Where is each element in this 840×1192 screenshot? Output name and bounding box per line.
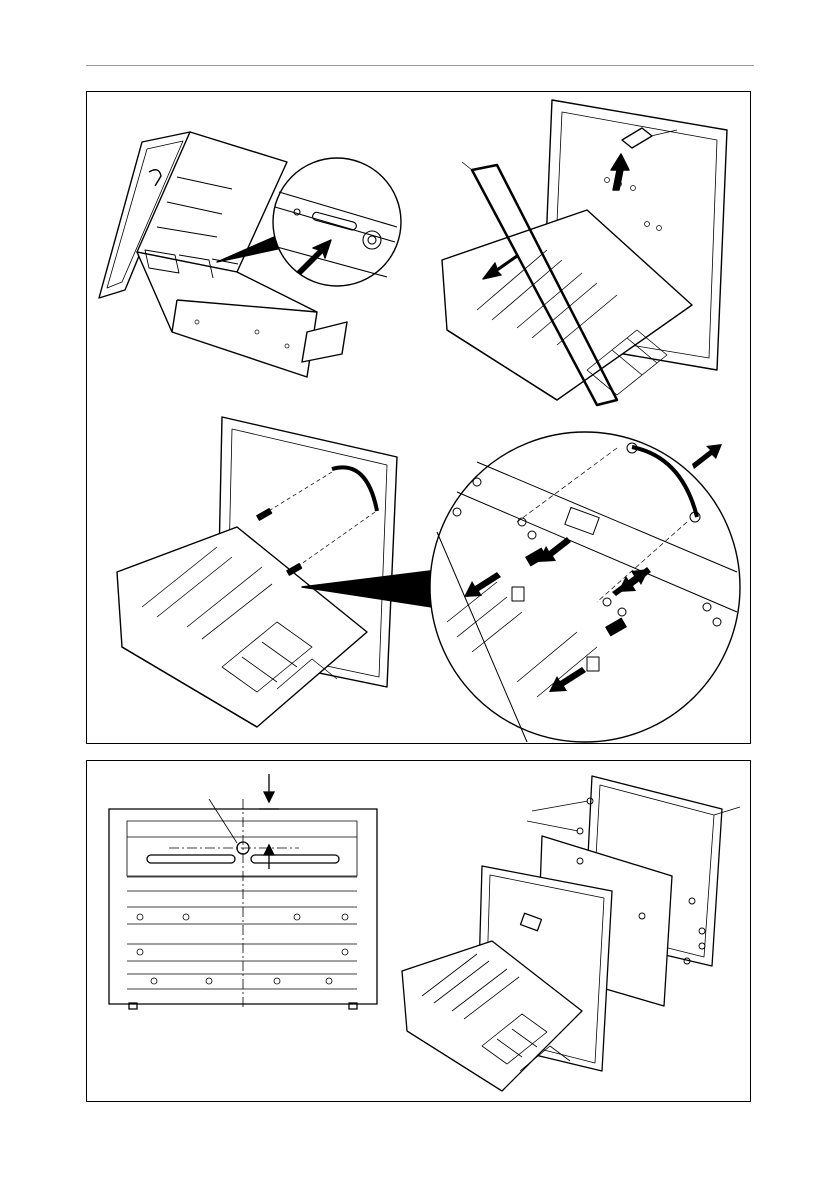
spacer-sleeve: [512, 587, 524, 601]
leader-line: [527, 821, 578, 831]
figure-handle-assembly: [117, 417, 417, 737]
figure-remove-seal-frame: [437, 100, 747, 420]
figure-front-panel-mounting: [402, 771, 747, 1096]
figure-drawer-front-drilling-template: [109, 769, 385, 1009]
spacer-sleeve: [587, 657, 599, 671]
figure-handle-screw-detail: [417, 422, 747, 742]
instruction-panel-top: [86, 91, 751, 744]
lift-arrow: [692, 444, 722, 469]
leader-line: [532, 801, 588, 811]
figure-drawer-latch-release: [97, 132, 417, 432]
instruction-panel-bottom: [86, 760, 751, 1102]
header-rule: [86, 65, 754, 66]
leader-line: [462, 162, 472, 170]
